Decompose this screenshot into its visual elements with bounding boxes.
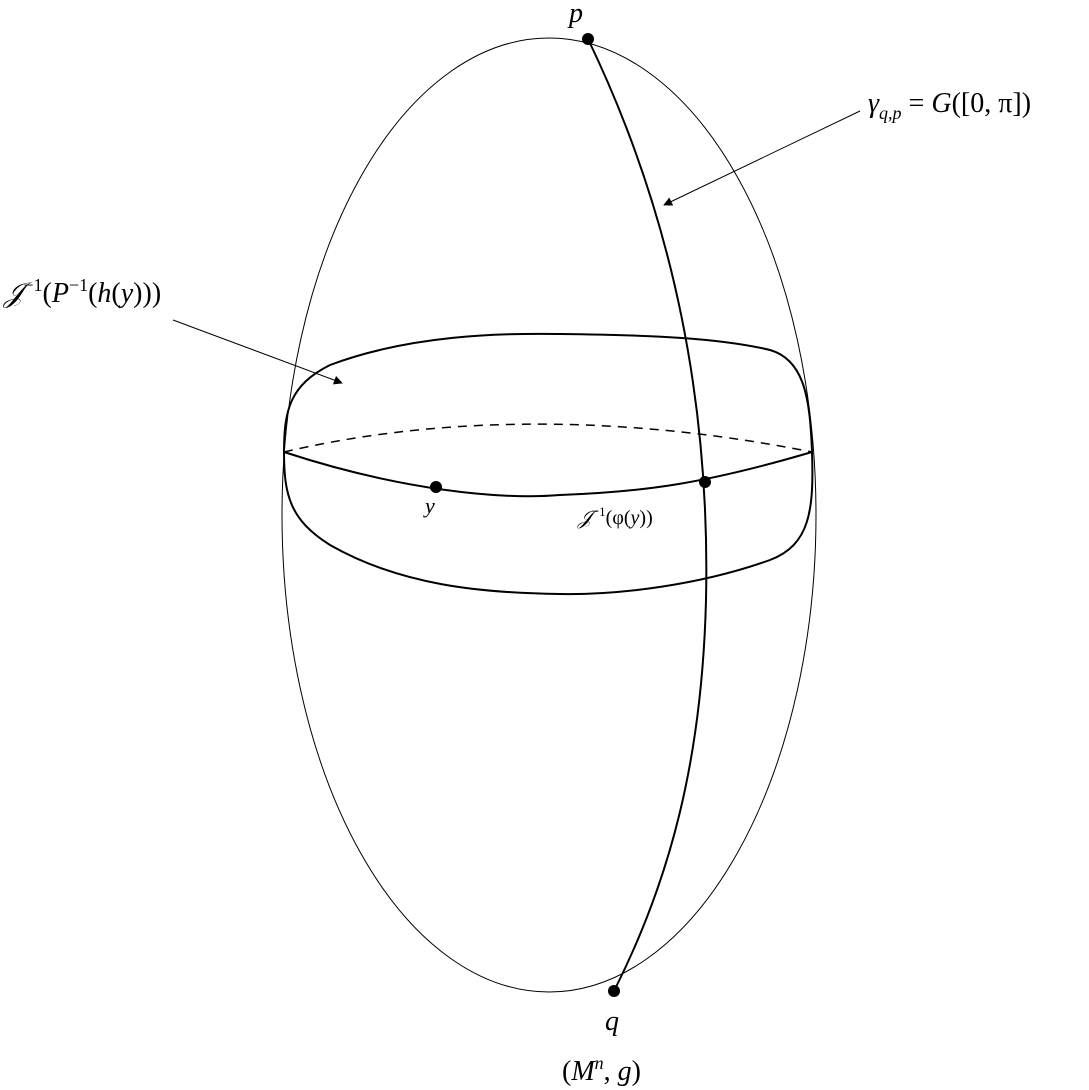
label-geodesic: γq,p = G([0, π]): [868, 88, 1031, 123]
equator-front: [283, 451, 813, 498]
manifold-outline: [281, 37, 817, 993]
point-q-dot: [608, 985, 620, 997]
label-q: q: [605, 1006, 619, 1037]
label-image-point: 𝒥−1(φ(y)): [577, 504, 653, 529]
point-y-dot: [430, 481, 442, 493]
label-preimage: 𝒥−1(P−1(h(y))): [2, 275, 161, 309]
point-p-dot: [582, 33, 594, 45]
point-image-dot: [699, 476, 711, 488]
equator-back-dashed: [283, 423, 813, 453]
arrow-geodesic-label: [663, 110, 861, 206]
label-manifold: (Mn, g): [562, 1053, 641, 1087]
label-p: p: [567, 0, 583, 29]
level-set-surface: [282, 332, 814, 596]
label-y: y: [423, 493, 435, 518]
arrow-preimage-label: [172, 319, 343, 385]
